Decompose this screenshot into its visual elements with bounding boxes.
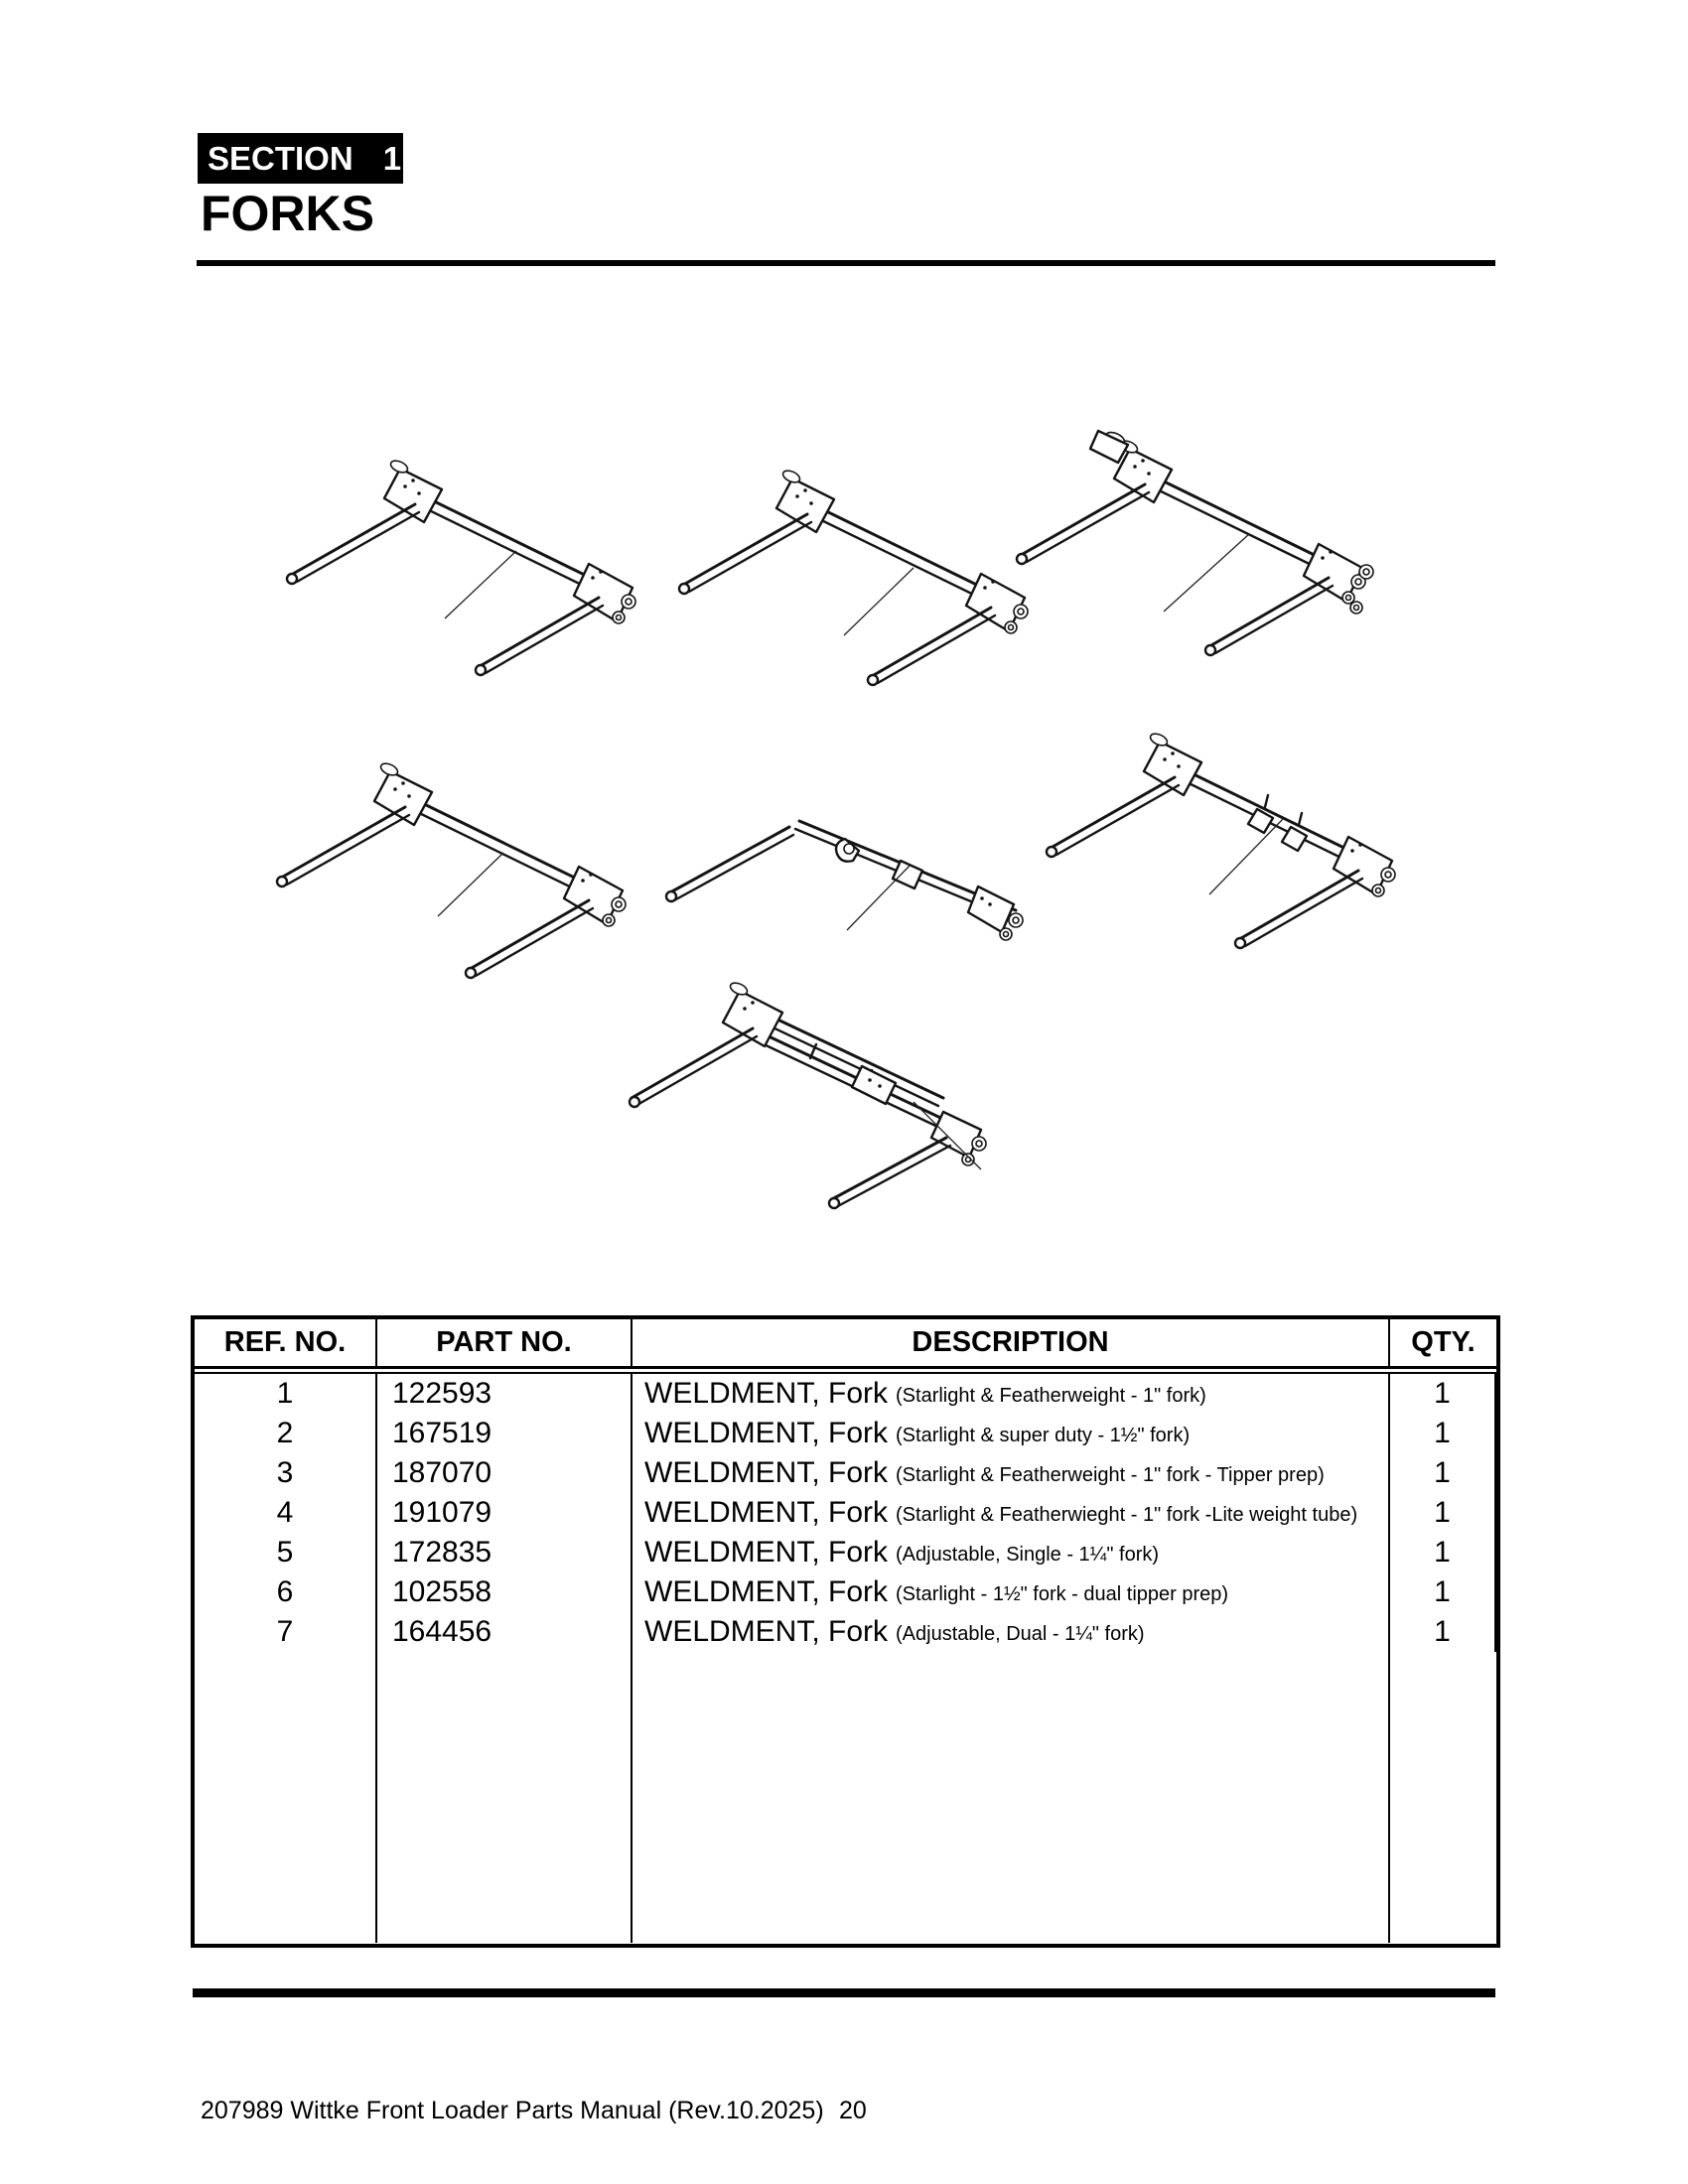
bottom-rule: [193, 1988, 1495, 1997]
leader-line-4: [437, 852, 504, 917]
leader-line-7: [913, 1101, 982, 1170]
leader-line-3: [1163, 533, 1250, 613]
section-label: SECTION: [208, 139, 353, 177]
desc-cell: WELDMENT, Fork (Starlight & Featherweigh…: [633, 1374, 1390, 1414]
empty-cell: [195, 1652, 377, 1943]
parts-table: REF. NO. PART NO. DESCRIPTION QTY. 1 122…: [191, 1315, 1500, 1948]
part-cell: 102558: [377, 1572, 633, 1612]
fork-drawing-5: [664, 819, 1024, 941]
desc-cell: WELDMENT, Fork (Starlight & Featherweigh…: [633, 1453, 1390, 1493]
part-cell: 191079: [377, 1493, 633, 1533]
desc-main: WELDMENT, Fork: [644, 1575, 889, 1608]
leader-line-2: [843, 567, 914, 636]
leader-line-6: [1208, 818, 1284, 895]
empty-cell: [1390, 1652, 1496, 1943]
desc-cell: WELDMENT, Fork (Starlight - 1½" fork - d…: [633, 1572, 1390, 1612]
fork-diagrams: [275, 429, 1397, 1210]
ref-cell: 7: [195, 1612, 377, 1652]
column-header-ref: REF. NO.: [195, 1319, 377, 1366]
desc-detail: (Starlight & Featherwieght - 1" fork -Li…: [896, 1503, 1358, 1526]
column-header-description: DESCRIPTION: [633, 1319, 1390, 1366]
qty-cell: 1: [1390, 1533, 1496, 1572]
ref-cell: 4: [195, 1493, 377, 1533]
desc-cell: WELDMENT, Fork (Adjustable, Dual - 1¼" f…: [633, 1612, 1390, 1652]
desc-main: WELDMENT, Fork: [644, 1615, 889, 1648]
fork-drawing-7: [628, 982, 987, 1210]
desc-detail: (Starlight - 1½" fork - dual tipper prep…: [896, 1582, 1229, 1605]
parts-table-body: 1 122593 WELDMENT, Fork (Starlight & Fea…: [195, 1374, 1496, 1943]
header-double-rule: [195, 1369, 1496, 1374]
qty-cell: 1: [1390, 1612, 1496, 1652]
section-label-box: SECTION 1: [198, 133, 403, 184]
desc-main: WELDMENT, Fork: [644, 1496, 889, 1529]
leader-line-5: [846, 864, 912, 931]
desc-detail: (Starlight & Featherweight - 1" fork - T…: [896, 1463, 1325, 1486]
footer-page-number: 20: [839, 2097, 867, 2124]
fork-drawing-6: [1045, 730, 1397, 950]
desc-main: WELDMENT, Fork: [644, 1377, 889, 1410]
qty-cell: 1: [1390, 1572, 1496, 1612]
qty-cell: 1: [1390, 1493, 1496, 1533]
parts-table-header: REF. NO. PART NO. DESCRIPTION QTY.: [195, 1319, 1496, 1369]
part-cell: 172835: [377, 1533, 633, 1572]
qty-cell: 1: [1390, 1453, 1496, 1493]
empty-cell: [377, 1652, 633, 1943]
fork-drawing-2: [677, 467, 1030, 687]
desc-main: WELDMENT, Fork: [644, 1536, 889, 1569]
qty-cell: 1: [1390, 1414, 1496, 1453]
footer-manual-text: 207989 Wittke Front Loader Parts Manual …: [201, 2097, 824, 2124]
leader-line-1: [444, 550, 517, 619]
ref-cell: 2: [195, 1414, 377, 1453]
desc-detail: (Starlight & Featherweight - 1" fork): [896, 1384, 1206, 1407]
desc-detail: (Adjustable, Dual - 1¼" fork): [896, 1622, 1145, 1645]
part-cell: 167519: [377, 1414, 633, 1453]
fork-drawing-3: [1015, 429, 1374, 657]
ref-cell: 6: [195, 1572, 377, 1612]
desc-detail: (Starlight & super duty - 1½" fork): [896, 1424, 1191, 1446]
ref-cell: 3: [195, 1453, 377, 1493]
desc-main: WELDMENT, Fork: [644, 1417, 889, 1449]
part-cell: 187070: [377, 1453, 633, 1493]
empty-cell: [633, 1652, 1390, 1943]
fork-drawing-4: [275, 759, 628, 980]
section-number: 1: [382, 139, 402, 177]
fork-drawing-1: [285, 457, 637, 677]
desc-cell: WELDMENT, Fork (Starlight & Featherwiegh…: [633, 1493, 1390, 1533]
desc-detail: (Adjustable, Single - 1¼" fork): [896, 1543, 1160, 1566]
ref-cell: 5: [195, 1533, 377, 1572]
column-header-part: PART NO.: [377, 1319, 633, 1366]
column-header-qty: QTY.: [1411, 1326, 1476, 1358]
part-cell: 122593: [377, 1374, 633, 1414]
part-cell: 164456: [377, 1612, 633, 1652]
desc-main: WELDMENT, Fork: [644, 1456, 889, 1489]
title-rule: [197, 260, 1495, 266]
page-title: FORKS: [201, 186, 374, 241]
ref-cell: 1: [195, 1374, 377, 1414]
qty-cell: 1: [1390, 1374, 1496, 1414]
desc-cell: WELDMENT, Fork (Starlight & super duty -…: [633, 1414, 1390, 1453]
desc-cell: WELDMENT, Fork (Adjustable, Single - 1¼"…: [633, 1533, 1390, 1572]
